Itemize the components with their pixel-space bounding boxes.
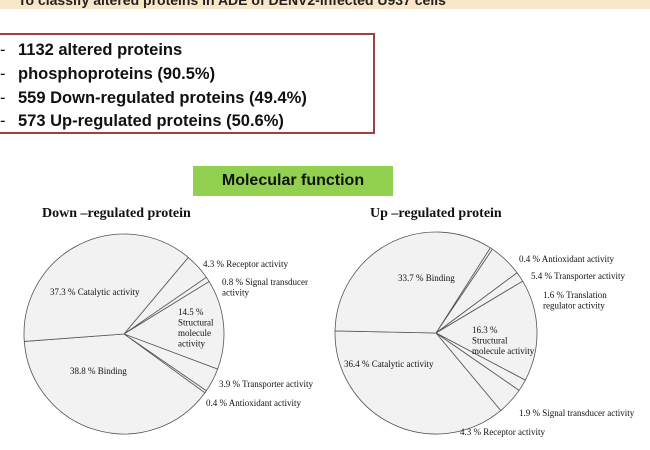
slice-label: 4.3 % Receptor activity: [460, 427, 545, 437]
slice-label: 0.4 % Antioxidant activity: [519, 254, 614, 264]
pie-slice-structural-molecule-activity: [123, 280, 225, 370]
summary-text: 559 Down-regulated proteins (49.4%): [18, 89, 307, 107]
slice-label: 0.4 % Antioxidant activity: [206, 398, 301, 408]
section-title-box: Molecular function: [193, 166, 393, 196]
summary-box: -1132 altered proteins -phosphoproteins …: [0, 33, 375, 134]
slice-label: 4.3 % Receptor activity: [203, 259, 288, 269]
pie-slice-binding: [334, 231, 491, 334]
dash-bullet-icon: -: [0, 41, 6, 59]
summary-text: phosphoproteins (90.5%): [18, 65, 216, 83]
up-regulated-pie: 0.4 % Antioxidant activity 5.4 % Transpor…: [334, 231, 635, 437]
pie-slice-structural-molecule-activity: [435, 280, 538, 381]
slice-label: 38.8 % Binding: [70, 366, 127, 376]
pie-slice-catalytic-activity: [23, 233, 189, 342]
slice-label: 1.9 % Signal transducer activity: [519, 408, 635, 418]
dash-bullet-icon: -: [0, 89, 6, 107]
summary-text: 1132 altered proteins: [18, 41, 183, 59]
dash-bullet-icon: -: [0, 65, 6, 83]
summary-text: 573 Up-regulated proteins (50.6%): [18, 112, 284, 130]
pie-slice-catalytic-activity: [334, 330, 502, 435]
slice-label: 3.9 % Transporter activity: [219, 379, 313, 389]
slice-label: 5.4 % Transporter activity: [531, 271, 625, 281]
top-banner: [0, 0, 650, 9]
pie-slice-binding: [23, 333, 206, 435]
down-regulated-pie: 4.3 % Receptor activity 0.8 % Signal tran…: [23, 233, 313, 435]
dash-bullet-icon: -: [0, 112, 6, 130]
slice-label: 36.4 % Catalytic activity: [344, 359, 434, 369]
section-title: Molecular function: [221, 172, 365, 189]
up-chart-title: Up –regulated protein: [370, 206, 502, 221]
slice-label: 33.7 % Binding: [398, 273, 455, 283]
down-chart-title: Down –regulated protein: [42, 206, 191, 221]
slice-label: 37.3 % Catalytic activity: [50, 287, 140, 297]
banner-text: To classify altered proteins in ADE of D…: [18, 0, 446, 8]
